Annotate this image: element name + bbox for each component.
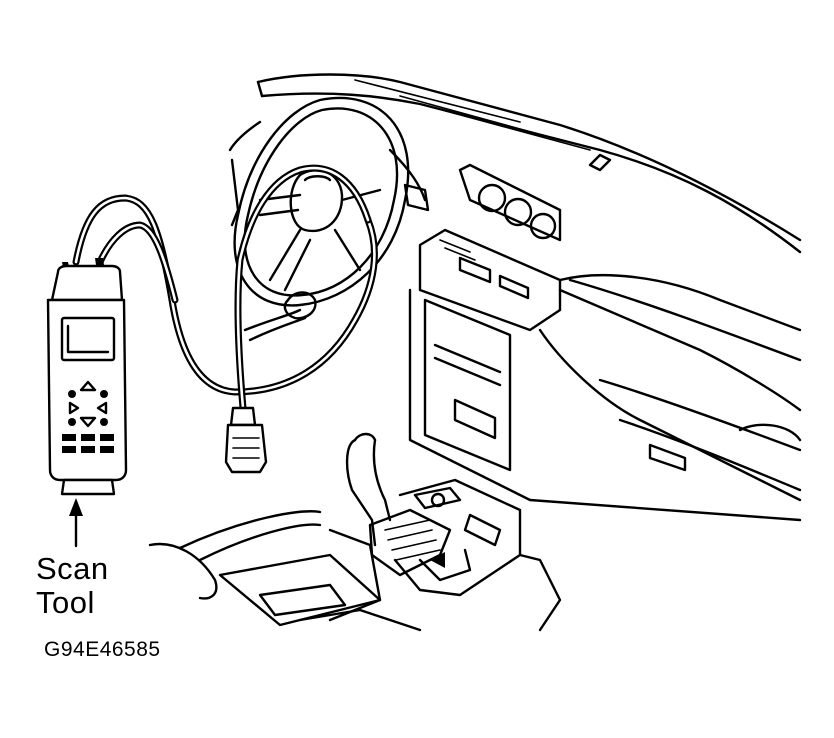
diagnostic-connector-icon bbox=[224, 406, 268, 474]
scan-tool-cable bbox=[72, 164, 378, 412]
handheld-scan-tool-icon bbox=[46, 258, 128, 496]
up-arrow-icon bbox=[69, 498, 83, 548]
center-console bbox=[148, 432, 562, 632]
steering-wheel bbox=[233, 96, 410, 307]
scan-tool-label-line2: Tool bbox=[36, 585, 95, 620]
figure-id: G94E46585 bbox=[44, 638, 161, 661]
scan-tool-label: Scan bbox=[36, 551, 109, 586]
dashboard bbox=[228, 73, 802, 522]
